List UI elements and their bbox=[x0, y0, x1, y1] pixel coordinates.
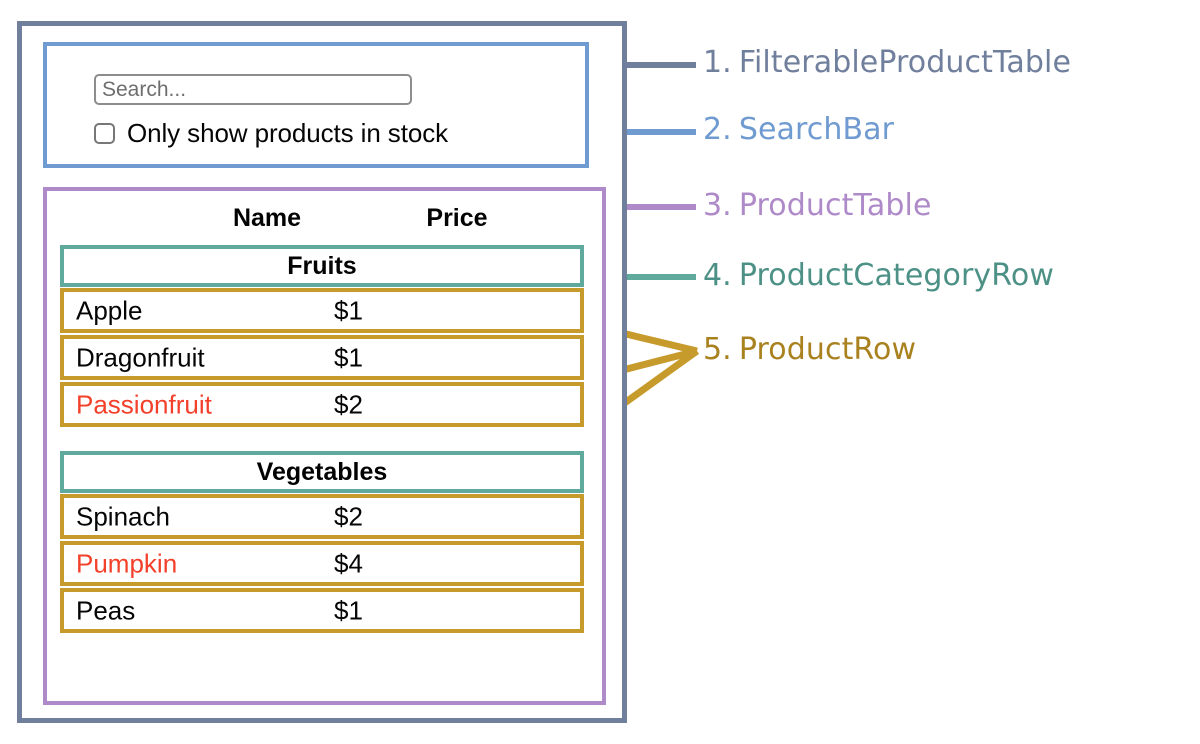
product-row: Pumpkin $4 bbox=[60, 541, 584, 586]
in-stock-checkbox-label: Only show products in stock bbox=[127, 118, 448, 148]
legend-number: 4. bbox=[703, 258, 732, 293]
product-row: Spinach $2 bbox=[60, 494, 584, 539]
product-name: Pumpkin bbox=[76, 548, 178, 578]
legend-name: SearchBar bbox=[738, 112, 895, 147]
legend-number: 3. bbox=[703, 188, 732, 223]
legend-name: ProductTable bbox=[738, 188, 932, 223]
product-category-label: Fruits bbox=[287, 251, 357, 280]
product-price: $1 bbox=[334, 342, 363, 372]
product-price: $1 bbox=[334, 295, 363, 325]
legend-name: ProductCategoryRow bbox=[738, 258, 1054, 293]
product-table-body: Fruits Apple $1 Dragonfruit $1 Passionfr… bbox=[60, 245, 584, 635]
legend-item-product-category-row: 4.ProductCategoryRow bbox=[703, 258, 1054, 293]
product-name: Spinach bbox=[76, 501, 170, 531]
legend-number: 1. bbox=[703, 45, 732, 80]
column-header-price: Price bbox=[426, 203, 488, 232]
product-table: Name Price Fruits Apple $1 Dragonfruit $… bbox=[43, 187, 606, 705]
column-header-name: Name bbox=[232, 203, 302, 232]
product-table-header: Name Price bbox=[47, 199, 602, 237]
legend-item-product-row: 5.ProductRow bbox=[703, 332, 916, 367]
checkbox-icon[interactable] bbox=[94, 123, 115, 144]
product-row: Dragonfruit $1 bbox=[60, 335, 584, 380]
product-price: $1 bbox=[334, 595, 363, 625]
product-category-label: Vegetables bbox=[256, 457, 388, 486]
legend-name: FilterableProductTable bbox=[738, 45, 1072, 80]
legend-item-product-table: 3.ProductTable bbox=[703, 188, 932, 223]
group-spacer bbox=[60, 429, 584, 451]
legend-item-filterable-product-table: 1.FilterableProductTable bbox=[703, 45, 1071, 80]
product-price: $2 bbox=[334, 389, 363, 419]
product-name: Peas bbox=[76, 595, 136, 625]
product-row: Passionfruit $2 bbox=[60, 382, 584, 427]
search-input[interactable] bbox=[94, 74, 412, 105]
product-row: Peas $1 bbox=[60, 588, 584, 633]
product-category-row: Fruits bbox=[60, 245, 584, 287]
legend-name: ProductRow bbox=[738, 332, 917, 367]
product-category-row: Vegetables bbox=[60, 451, 584, 493]
filterable-product-table: Only show products in stock Name Price F… bbox=[17, 21, 627, 723]
legend-number: 5. bbox=[703, 332, 732, 367]
product-name: Passionfruit bbox=[76, 389, 212, 419]
product-name: Apple bbox=[76, 295, 143, 325]
legend-item-search-bar: 2.SearchBar bbox=[703, 112, 894, 147]
in-stock-checkbox-row[interactable]: Only show products in stock bbox=[94, 118, 448, 149]
product-name: Dragonfruit bbox=[76, 342, 205, 372]
product-price: $2 bbox=[334, 501, 363, 531]
legend-number: 2. bbox=[703, 112, 732, 147]
product-price: $4 bbox=[334, 548, 363, 578]
search-bar: Only show products in stock bbox=[43, 42, 589, 168]
product-row: Apple $1 bbox=[60, 288, 584, 333]
